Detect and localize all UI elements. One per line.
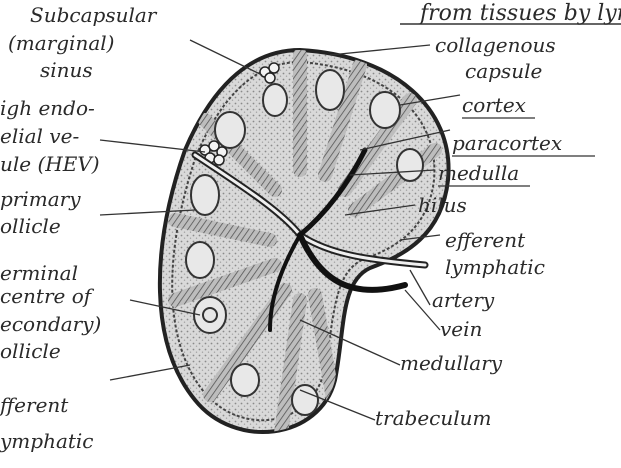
label-primary-2: ollicle xyxy=(0,214,61,238)
lymph-node xyxy=(160,50,449,440)
label-germinal-4: ollicle xyxy=(0,339,61,363)
label-subcapsular-1: Subcapsular xyxy=(30,3,158,27)
label-germinal-3: econdary) xyxy=(0,312,101,336)
label-subcapsular-2: (marginal) xyxy=(8,31,114,55)
label-paracortex: paracortex xyxy=(452,131,562,155)
label-capsule-2: capsule xyxy=(465,59,542,83)
label-efferent-1: efferent xyxy=(445,228,526,252)
label-efferent-2: lymphatic xyxy=(445,255,545,279)
label-hilus: hilus xyxy=(418,193,467,217)
label-germinal-1: erminal xyxy=(0,261,78,285)
label-vein: vein xyxy=(440,317,482,341)
left-labels: Subcapsular (marginal) sinus igh endo- e… xyxy=(0,3,158,453)
label-germinal-2: centre of xyxy=(0,284,95,308)
label-hev-1: igh endo- xyxy=(0,96,95,120)
label-trabeculum: trabeculum xyxy=(375,406,491,430)
label-capsule-1: collagenous xyxy=(435,33,556,57)
label-primary-1: primary xyxy=(0,187,81,211)
label-medulla: medulla xyxy=(438,161,519,185)
label-cortex: cortex xyxy=(462,93,526,117)
label-subcapsular-3: sinus xyxy=(40,58,93,82)
label-afferent-1: fferent xyxy=(0,393,69,417)
header-text: from tissues by lym xyxy=(418,1,621,26)
label-artery: artery xyxy=(432,288,495,312)
label-hev-2: elial ve- xyxy=(0,124,79,148)
label-afferent-2: ymphatic xyxy=(0,429,94,453)
label-hev-3: ule (HEV) xyxy=(0,152,100,176)
label-medullary: medullary xyxy=(400,351,503,375)
